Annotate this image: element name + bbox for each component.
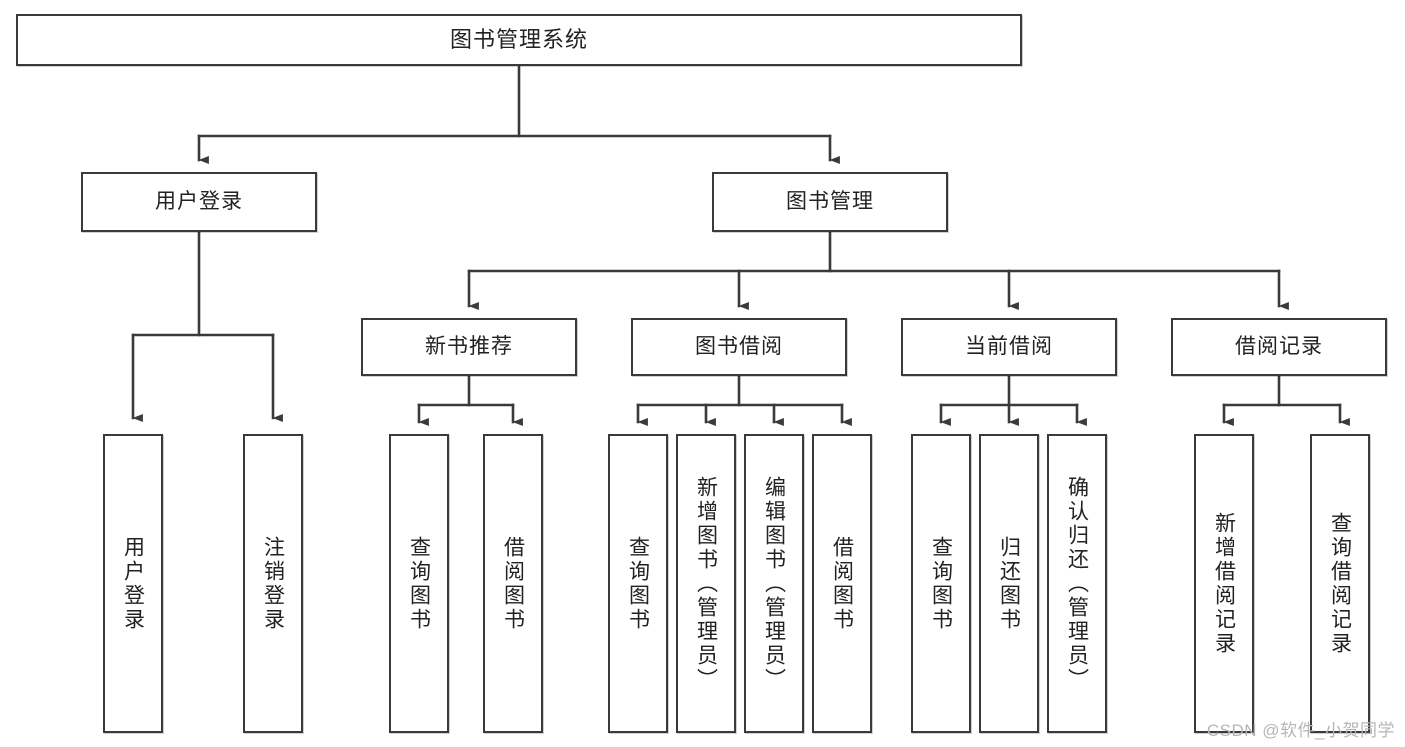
node-label: 图书管理系统 [449,26,588,52]
node-label: 借阅记录 [1235,335,1323,359]
node-book-management[interactable]: 图书管理 [712,172,948,232]
node-label: 注销登录 [261,535,285,632]
node-label: 新增图书（管理员） [694,475,718,692]
watermark: CSDN @软件_小贺同学 [1206,721,1395,740]
node-book-borrow[interactable]: 图书借阅 [631,318,847,376]
node-label: 查询借阅记录 [1328,511,1352,656]
node-label: 查询图书 [929,535,953,632]
leaf-user-login[interactable]: 用户登录 [103,434,163,733]
node-borrow-record[interactable]: 借阅记录 [1171,318,1387,376]
leaf-user-logout[interactable]: 注销登录 [243,434,303,733]
leaf-recommend-query-book[interactable]: 查询图书 [389,434,449,733]
leaf-recommend-borrow-book[interactable]: 借阅图书 [483,434,543,733]
leaf-borrow-edit-book-admin[interactable]: 编辑图书（管理员） [744,434,804,733]
node-label: 新书推荐 [425,335,513,359]
leaf-record-add-record[interactable]: 新增借阅记录 [1194,434,1254,733]
node-root-system[interactable]: 图书管理系统 [16,14,1022,66]
node-new-book-recommend[interactable]: 新书推荐 [361,318,577,376]
leaf-borrow-borrow-book[interactable]: 借阅图书 [812,434,872,733]
leaf-record-query-record[interactable]: 查询借阅记录 [1310,434,1370,733]
node-label: 新增借阅记录 [1212,511,1236,656]
node-current-borrow[interactable]: 当前借阅 [901,318,1117,376]
leaf-current-confirm-return-admin[interactable]: 确认归还（管理员） [1047,434,1107,733]
node-label: 图书管理 [786,190,874,214]
node-label: 图书借阅 [695,335,783,359]
leaf-borrow-query-book[interactable]: 查询图书 [608,434,668,733]
leaf-current-query-book[interactable]: 查询图书 [911,434,971,733]
node-label: 确认归还（管理员） [1065,475,1089,692]
node-label: 查询图书 [407,535,431,632]
node-label: 借阅图书 [501,535,525,632]
node-label: 查询图书 [626,535,650,632]
node-label: 当前借阅 [965,335,1053,359]
node-label: 编辑图书（管理员） [762,475,786,692]
node-label: 用户登录 [121,535,145,632]
node-user-login[interactable]: 用户登录 [81,172,317,232]
leaf-current-return-book[interactable]: 归还图书 [979,434,1039,733]
node-label: 借阅图书 [830,535,854,632]
leaf-borrow-add-book-admin[interactable]: 新增图书（管理员） [676,434,736,733]
node-label: 用户登录 [155,190,243,214]
node-label: 归还图书 [997,535,1021,632]
